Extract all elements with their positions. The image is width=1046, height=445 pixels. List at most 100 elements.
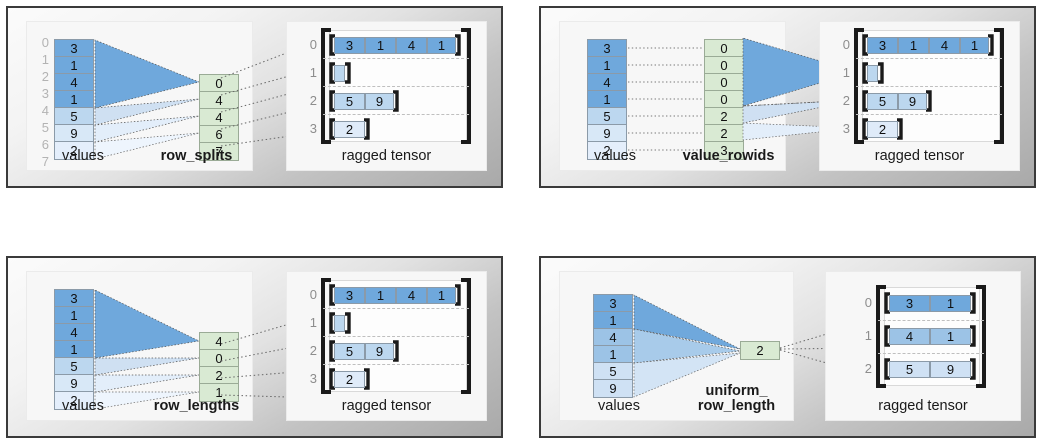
value-cell: 2: [55, 142, 93, 159]
values-column: 3 1 4 1 5 9 2: [54, 39, 94, 160]
tensor-row-index: 1: [842, 65, 850, 80]
encoding-cell: 2: [705, 108, 743, 125]
value-cell: 1: [594, 346, 632, 363]
value-cell: 1: [55, 91, 93, 108]
row-separator: [856, 58, 1002, 59]
row-separator: [878, 320, 984, 321]
encoding-cell: 4: [200, 333, 238, 350]
tensor-card-row-splits: 0 1 2 3 3 1: [286, 21, 487, 171]
row-separator: [323, 86, 469, 87]
tensor-cell: 4: [929, 37, 960, 54]
encoding-cell: 0: [200, 75, 238, 92]
index-label: 1: [41, 52, 49, 67]
value-cell: 9: [55, 125, 93, 142]
encoding-cell: 6: [200, 126, 238, 143]
tensor-row-index: 2: [842, 93, 850, 108]
panel-slot-row-splits: 0 1 2 3 4 5 6 7 3 1 4 1 5 9 2: [0, 0, 509, 222]
encoding-cell: 3: [705, 142, 743, 159]
inner-brackets: [884, 292, 976, 380]
tensor-cell: 1: [427, 37, 456, 54]
inner-brackets: [862, 34, 994, 140]
tensor-cell: 9: [930, 361, 971, 378]
encoding-label: value_rowids: [682, 147, 775, 164]
tensor-row-index: 0: [309, 287, 317, 302]
value-cell: 1: [594, 312, 632, 329]
values-label: values: [62, 147, 104, 164]
row-separator: [323, 58, 469, 59]
tensor-row-index: 0: [309, 37, 317, 52]
tensor-cell: 3: [334, 287, 365, 304]
tensor-label: ragged tensor: [874, 147, 965, 164]
encoding-cell: 0: [200, 350, 238, 367]
tensor-cell: 5: [889, 361, 930, 378]
row-separator: [856, 86, 1002, 87]
tensor-cell: 9: [365, 93, 394, 110]
panel-row-lengths: 3 1 4 1 5 9 2 4 0 2: [6, 256, 503, 438]
encoding-cell: 0: [705, 91, 743, 108]
encoding-cell: 4: [200, 109, 238, 126]
tensor-card-uniform: 0 1 2 3 1 4 1 5 9: [825, 271, 1021, 421]
encoding-label: row_lengths: [153, 397, 240, 414]
value-cell: 5: [55, 358, 93, 375]
value-cell: 4: [594, 329, 632, 346]
encoding-cell: 0: [705, 74, 743, 91]
tensor-cell: 9: [365, 343, 394, 360]
row-separator: [323, 114, 469, 115]
encoding-column-row-lengths: 4 0 2 1: [199, 332, 239, 402]
index-label: 0: [41, 35, 49, 50]
encoding-label: uniform_ row_length: [697, 382, 776, 414]
value-cell: 3: [588, 40, 626, 57]
values-label: values: [62, 397, 104, 414]
tensor-empty-row: [867, 65, 878, 82]
inner-brackets: [329, 284, 461, 390]
value-index-labels: 0 1 2 3 4 5 6 7: [35, 35, 49, 174]
tensor-cell: 5: [334, 93, 365, 110]
index-label: 3: [41, 86, 49, 101]
tensor-row-index: 2: [864, 361, 872, 376]
encoding-cell: 4: [200, 92, 238, 109]
value-cell: 4: [55, 324, 93, 341]
values-card-row-splits: 0 1 2 3 4 5 6 7 3 1 4 1 5 9 2: [26, 21, 253, 171]
value-cell: 3: [55, 40, 93, 57]
tensor-empty-row: [334, 65, 345, 82]
tensor-cell: 3: [889, 295, 930, 312]
tensor-row-index: 3: [842, 121, 850, 136]
fan-connectors: [94, 289, 201, 410]
tensor-card-row-lengths: 0 1 2 3 3 1 4: [286, 271, 487, 421]
value-cell: 1: [588, 57, 626, 74]
encoding-column-uniform: 2: [740, 341, 780, 360]
fan-connectors: [633, 294, 741, 398]
values-card-uniform: 3 1 4 1 5 9 2 values uniform_ row_length: [559, 271, 794, 421]
row-separator: [323, 364, 469, 365]
tensor-row-index: 2: [309, 343, 317, 358]
tensor-empty-row: [334, 315, 345, 332]
row-separator: [323, 336, 469, 337]
tensor-cell: 1: [930, 328, 971, 345]
panel-row-splits: 0 1 2 3 4 5 6 7 3 1 4 1 5 9 2: [6, 6, 503, 188]
value-cell: 4: [55, 74, 93, 91]
index-label: 2: [41, 69, 49, 84]
tensor-row-index: 0: [842, 37, 850, 52]
value-cell: 5: [594, 363, 632, 380]
tensor-label: ragged tensor: [878, 397, 968, 414]
tensor-cell: 1: [930, 295, 971, 312]
index-label: 7: [41, 154, 49, 169]
tensor-cell: 5: [867, 93, 898, 110]
panel-slot-uniform-row-length: 3 1 4 1 5 9 2 values uniform_ row_length: [509, 222, 1046, 445]
encoding-cell: 0: [705, 40, 743, 57]
values-column: 3 1 4 1 5 9 2: [54, 289, 94, 410]
tensor-cell: 2: [867, 121, 898, 138]
tensor-cell: 2: [334, 121, 365, 138]
tensor-cell: 1: [898, 37, 929, 54]
tensor-row-index: 1: [309, 315, 317, 330]
tensor-cell: 1: [427, 287, 456, 304]
panel-slot-value-rowids: 3 1 4 1 5 9 2: [509, 0, 1046, 222]
tensor-brackets: [876, 285, 986, 388]
encoding-cell: 2: [200, 367, 238, 384]
panel-uniform-row-length: 3 1 4 1 5 9 2 values uniform_ row_length: [539, 256, 1036, 438]
index-label: 6: [41, 137, 49, 152]
values-column: 3 1 4 1 5 9: [593, 294, 633, 398]
tensor-row-index: 1: [864, 328, 872, 343]
row-separator: [856, 114, 1002, 115]
